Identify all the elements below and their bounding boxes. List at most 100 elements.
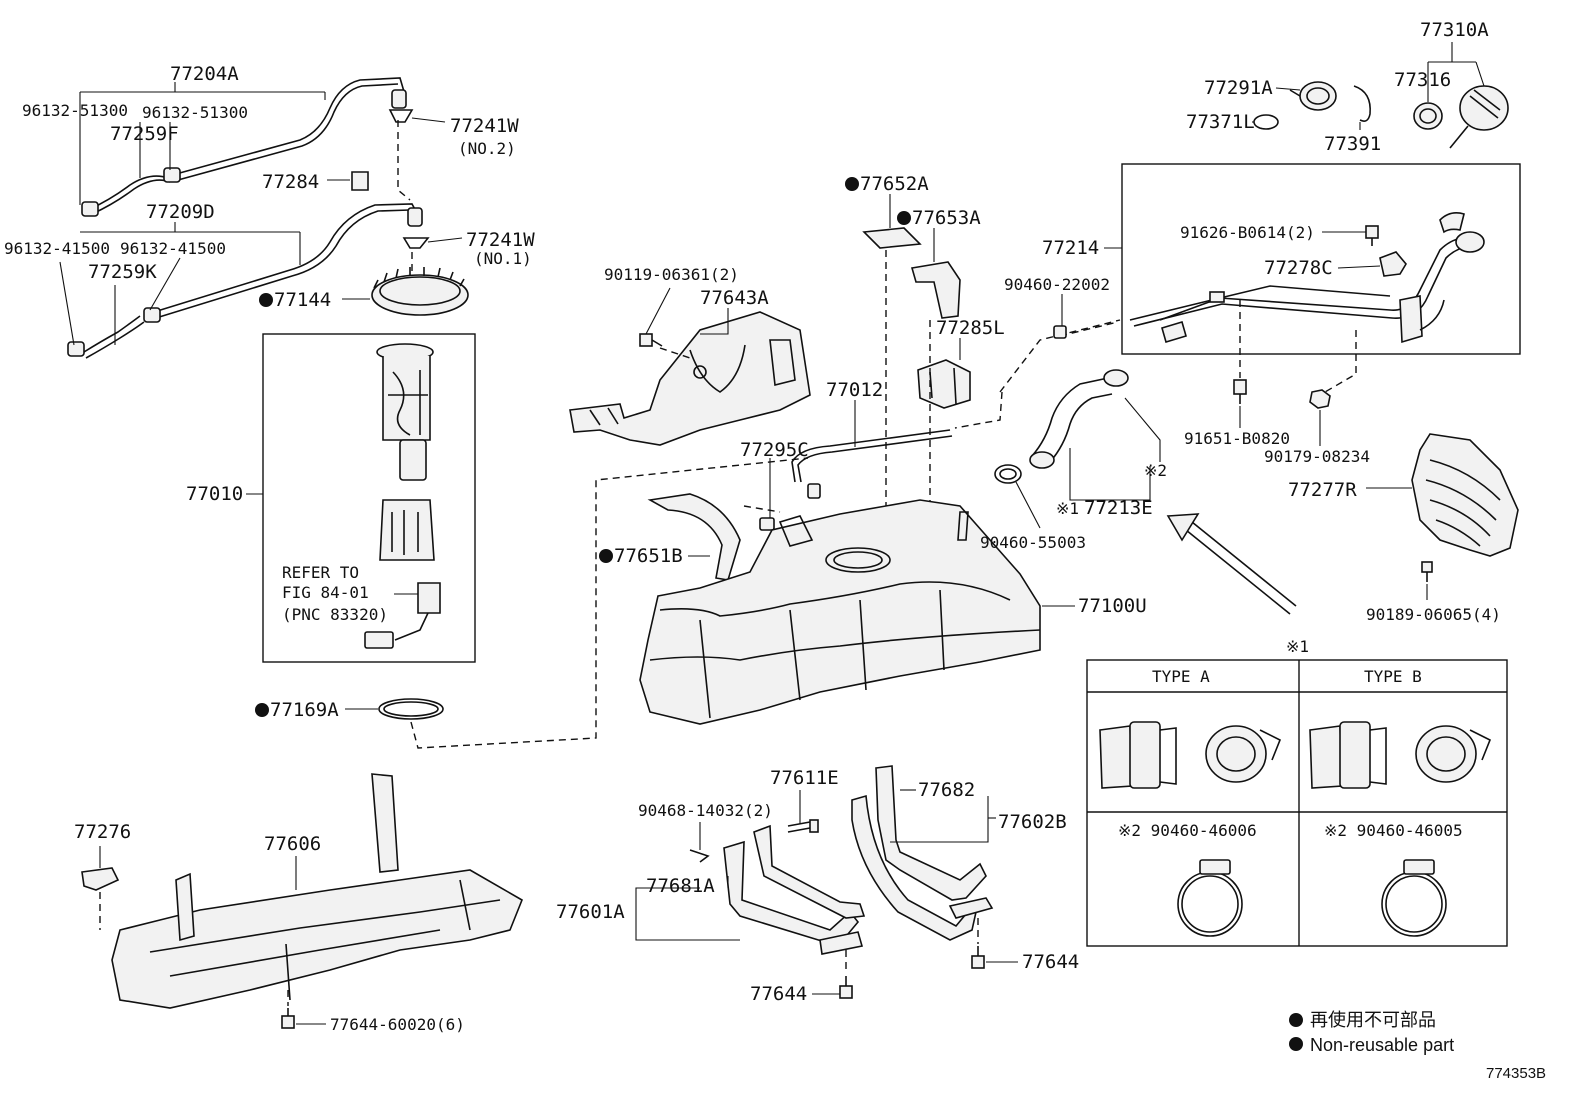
protector-77285L — [917, 359, 971, 409]
label-77209D: 77209D — [146, 201, 215, 223]
label-77284: 77284 — [262, 171, 319, 193]
hose-clamp-77284 — [351, 171, 369, 191]
label-90468-14032: 90468-14032(2) — [638, 801, 773, 820]
label-77681A: 77681A — [646, 875, 715, 897]
bolt-77611E — [787, 819, 819, 833]
type-a-header: TYPE A — [1152, 667, 1210, 686]
figure-code: 774353B — [1486, 1065, 1546, 1082]
label-77285L: 77285L — [936, 317, 1005, 339]
plug-77295C — [759, 517, 775, 531]
filler-hose-77213E — [1029, 369, 1129, 469]
label-77241W-no2: 77241W — [450, 115, 519, 137]
label-90189-06065: 90189-06065(4) — [1366, 605, 1501, 624]
legend-en: Non-reusable part — [1310, 1035, 1454, 1055]
label-77310A: 77310A — [1420, 19, 1489, 41]
bolt-77644-b — [971, 946, 985, 969]
non-reusable-dot-77652A — [845, 177, 859, 191]
label-77643A: 77643A — [700, 287, 769, 309]
label-77651B: 77651B — [614, 545, 683, 567]
label-77214: 77214 — [1042, 237, 1099, 259]
non-reusable-dot-77653A — [897, 211, 911, 225]
label-pnc-83320: (PNC 83320) — [282, 605, 388, 624]
gasket-77169A — [378, 698, 444, 720]
skid-plate-77606 — [111, 773, 524, 1009]
label-90460-55003: 90460-55003 — [980, 533, 1086, 552]
ring-77391 — [1353, 85, 1371, 122]
clamp-b-label: ※2 90460-46005 — [1324, 821, 1463, 840]
nut-90179 — [1309, 389, 1331, 409]
connector-type-a — [1099, 721, 1282, 789]
label-96132-51300-b: 96132-51300 — [142, 103, 248, 122]
leaders-top-left — [59, 82, 463, 346]
label-91626-B0614: 91626-B0614(2) — [1180, 223, 1315, 242]
bolt-77644-a — [839, 976, 853, 999]
label-90460-22002: 90460-22002 — [1004, 275, 1110, 294]
label-note1-213E: ※1 — [1056, 499, 1079, 518]
label-77100U: 77100U — [1078, 595, 1147, 617]
strap-77602B — [851, 765, 994, 941]
label-77682: 77682 — [918, 779, 975, 801]
bolt-90119 — [639, 333, 663, 347]
label-77259K: 77259K — [88, 261, 157, 283]
label-refer-to: REFER TO — [282, 563, 359, 582]
clamp-a-label: ※2 90460-46006 — [1118, 821, 1257, 840]
bolt-91651 — [1233, 379, 1247, 404]
label-77213E: 77213E — [1084, 497, 1153, 519]
type-table — [1086, 659, 1508, 947]
label-77277R: 77277R — [1288, 479, 1357, 501]
label-77010: 77010 — [186, 483, 243, 505]
clamp-77278C — [1379, 251, 1407, 277]
band-77651B — [647, 493, 741, 581]
non-reusable-dot-77144 — [259, 293, 273, 307]
connector-type-b — [1309, 721, 1492, 789]
type-table-note: ※1 — [1286, 637, 1309, 656]
label-96132-41500-b: 96132-41500 — [120, 239, 226, 258]
gasket-77316 — [1413, 102, 1443, 130]
label-no1: (NO.1) — [474, 249, 532, 268]
label-77278C: 77278C — [1264, 257, 1333, 279]
filler-pipe-box — [1121, 163, 1521, 355]
label-no2: (NO.2) — [458, 139, 516, 158]
label-note2-213E: ※2 — [1144, 461, 1167, 480]
band-pad-77652A — [862, 227, 922, 249]
retainer-ring-77144 — [371, 267, 469, 316]
label-90179-08234: 90179-08234 — [1264, 447, 1370, 466]
fuel-tank-77100U — [639, 499, 1041, 725]
label-77259F: 77259F — [110, 123, 179, 145]
clamp-type-a — [1177, 859, 1243, 937]
non-reusable-dot-77169A — [255, 703, 269, 717]
label-77611E: 77611E — [770, 767, 839, 789]
label-77316: 77316 — [1394, 69, 1451, 91]
oring-77371L — [1253, 114, 1279, 130]
legend-jp: 再使用不可部品 — [1310, 1010, 1436, 1030]
fuel-cap-77310A — [1449, 85, 1509, 149]
heat-protector-77643A — [569, 311, 811, 446]
non-reusable-dot-77651B — [599, 549, 613, 563]
bolt-91626 — [1365, 225, 1379, 246]
label-96132-41500-a: 96132-41500 — [4, 239, 110, 258]
label-77644-60020: 77644-60020(6) — [330, 1015, 465, 1034]
bracket-77276 — [81, 867, 120, 891]
label-77291A: 77291A — [1204, 77, 1273, 99]
bolt-90468 — [689, 849, 710, 863]
vapor-hose-assembly-upper — [81, 77, 414, 217]
label-77391: 77391 — [1324, 133, 1381, 155]
label-77371L: 77371L — [1186, 111, 1255, 133]
label-90119-06361: 90119-06361(2) — [604, 265, 739, 284]
label-77295C: 77295C — [740, 439, 809, 461]
strap-77601A — [723, 824, 866, 955]
label-fig-84-01: FIG 84-01 — [282, 583, 369, 602]
label-77601A: 77601A — [556, 901, 625, 923]
protector-77277R — [1411, 433, 1519, 557]
fuel-pump-module — [364, 343, 441, 649]
bolt-90189 — [1421, 561, 1433, 582]
label-77276: 77276 — [74, 821, 131, 843]
label-77169A: 77169A — [270, 699, 339, 721]
clamp-90460-55003 — [994, 464, 1022, 484]
vapor-hose-assembly-lower — [67, 203, 430, 359]
type-b-header: TYPE B — [1364, 667, 1422, 686]
label-77652A: 77652A — [860, 173, 929, 195]
label-77012: 77012 — [826, 379, 883, 401]
label-96132-51300-a: 96132-51300 — [22, 101, 128, 120]
